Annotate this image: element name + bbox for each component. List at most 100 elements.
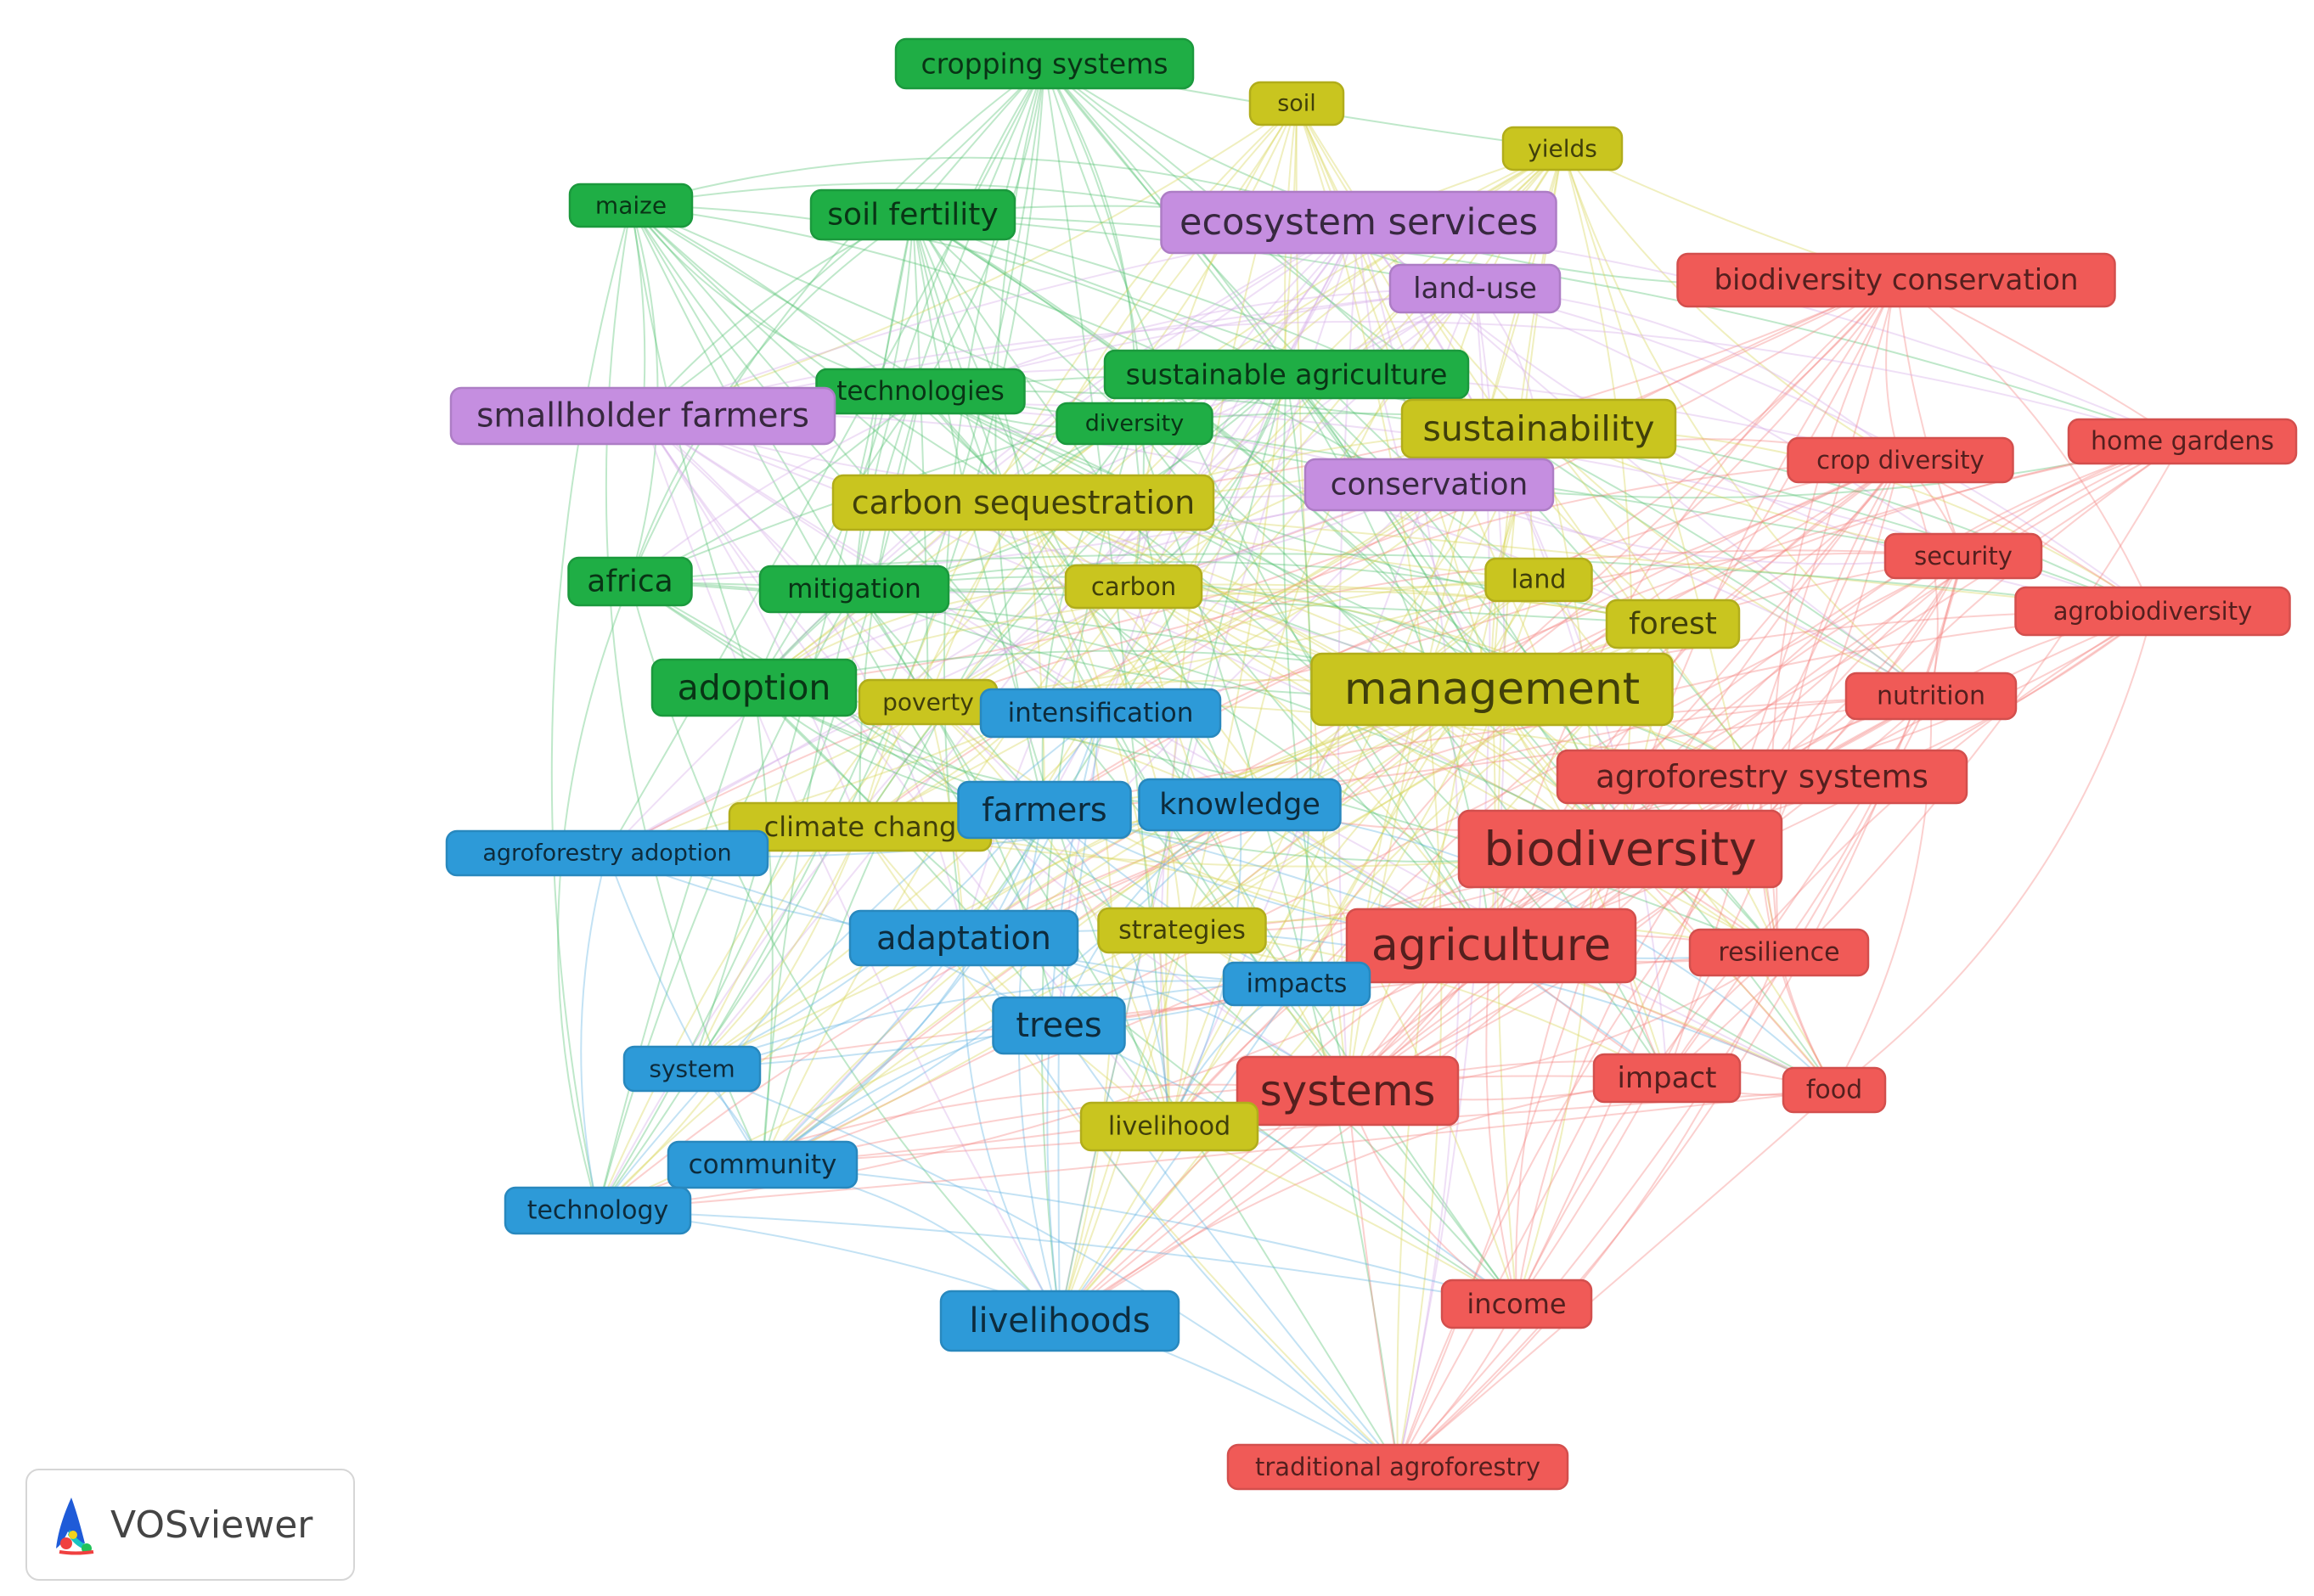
keyword-node[interactable]: sustainability (1400, 398, 1677, 459)
keyword-node-label: agroforestry systems (1596, 759, 1928, 795)
keyword-node[interactable]: traditional agroforestry (1226, 1443, 1569, 1491)
keyword-node-label: trees (1016, 1006, 1101, 1045)
network-link (630, 205, 1170, 1127)
keyword-node[interactable]: adaptation (848, 909, 1079, 967)
keyword-node-box (848, 909, 1079, 967)
keyword-node[interactable]: carbon sequestration (831, 474, 1215, 531)
keyword-node-box (622, 1045, 762, 1093)
keyword-node[interactable]: impact (1592, 1053, 1742, 1104)
keyword-node[interactable]: soil fertility (809, 188, 1016, 241)
keyword-node[interactable]: climate chang (728, 801, 993, 852)
keyword-node[interactable]: intensification (979, 688, 1222, 739)
keyword-node[interactable]: impacts (1222, 961, 1371, 1007)
keyword-node-box (567, 556, 693, 607)
keyword-node[interactable]: livelihoods (939, 1290, 1180, 1352)
keyword-node-label: ecosystem services (1180, 201, 1538, 244)
keyword-node-box (1236, 1055, 1460, 1127)
keyword-node-label: agriculture (1371, 920, 1611, 971)
keyword-node[interactable]: technology (504, 1186, 692, 1235)
network-link (1833, 610, 2154, 1091)
network-link (597, 1089, 1835, 1211)
keyword-node[interactable]: knowledge (1138, 778, 1342, 832)
keyword-node[interactable]: agroforestry systems (1556, 749, 1968, 805)
keyword-node[interactable]: resilience (1688, 928, 1870, 977)
keyword-node[interactable]: agrobiodiversity (2014, 586, 2291, 637)
network-link (629, 214, 914, 582)
keyword-node-label: income (1467, 1288, 1566, 1320)
network-link (963, 374, 1287, 939)
keyword-node-box (831, 474, 1215, 531)
keyword-node[interactable]: community (667, 1140, 859, 1189)
keyword-node[interactable]: forest (1605, 598, 1741, 649)
keyword-node-box (1222, 961, 1371, 1007)
network-link (1168, 688, 1493, 1127)
keyword-node[interactable]: cropping systems (894, 37, 1195, 90)
keyword-node[interactable]: management (1310, 652, 1674, 727)
keyword-node[interactable]: adoption (650, 658, 858, 717)
keyword-node[interactable]: system (622, 1045, 762, 1093)
network-link (1044, 63, 1621, 850)
keyword-node[interactable]: diversity (1056, 402, 1213, 446)
network-link (629, 581, 1183, 931)
keyword-node-box (1501, 126, 1624, 171)
network-link (927, 701, 1170, 1127)
network-link (1059, 945, 1492, 1322)
network-link (630, 205, 1135, 424)
network-link (859, 374, 1287, 828)
keyword-node[interactable]: biodiversity conservation (1676, 252, 2116, 308)
keyword-node[interactable]: agroforestry adoption (445, 829, 769, 877)
keyword-node[interactable]: poverty (858, 678, 999, 726)
keyword-node[interactable]: biodiversity (1457, 809, 1783, 889)
keyword-node-box (1064, 564, 1203, 610)
keyword-node[interactable]: agriculture (1345, 908, 1637, 984)
keyword-node[interactable]: yields (1501, 126, 1624, 171)
network-link (1058, 712, 1101, 1026)
keyword-node[interactable]: technologies (815, 368, 1026, 415)
keyword-node[interactable]: sustainable agriculture (1103, 349, 1470, 400)
network-link (630, 205, 1517, 1305)
keyword-node[interactable]: maize (568, 183, 694, 228)
network-link (1059, 848, 1621, 1322)
network-link (1770, 279, 1897, 953)
network-link (606, 549, 1964, 854)
network-link (691, 1068, 1399, 1468)
keyword-node-box (1688, 928, 1870, 977)
keyword-node[interactable]: smallholder farmers (449, 386, 836, 446)
keyword-node[interactable]: soil (1248, 81, 1345, 126)
keyword-node[interactable]: conservation (1303, 458, 1555, 512)
keyword-node[interactable]: land-use (1388, 263, 1562, 314)
keyword-node[interactable]: mitigation (758, 565, 950, 614)
network-link (597, 687, 755, 1211)
network-link (597, 695, 1932, 1211)
keyword-node[interactable]: home gardens (2067, 418, 2298, 465)
keyword-node-label: livelihoods (969, 1301, 1150, 1340)
keyword-node[interactable]: security (1883, 532, 2043, 580)
keyword-node[interactable]: land (1484, 557, 1593, 603)
keyword-node[interactable]: livelihood (1079, 1101, 1259, 1152)
keyword-node-box (1310, 652, 1674, 727)
keyword-node-label: system (649, 1055, 735, 1083)
keyword-node[interactable]: systems (1236, 1055, 1460, 1127)
keyword-node-box (445, 829, 769, 877)
network-link (642, 415, 1061, 1322)
network-link (912, 214, 1024, 503)
keyword-node[interactable]: strategies (1097, 907, 1267, 954)
network-link (597, 1210, 1517, 1305)
keyword-node-label: food (1806, 1076, 1862, 1105)
network-link (1044, 459, 1901, 811)
network-link (642, 415, 861, 828)
network-link (1041, 423, 1135, 1322)
keyword-node[interactable]: farmers (957, 780, 1132, 840)
keyword-node[interactable]: nutrition (1844, 672, 2018, 721)
keyword-node[interactable]: carbon (1064, 564, 1203, 610)
network-link (1538, 279, 1897, 581)
network-link (642, 415, 1493, 690)
network-link (753, 214, 914, 688)
keyword-node[interactable]: food (1782, 1066, 1887, 1114)
keyword-node[interactable]: ecosystem services (1160, 190, 1557, 255)
keyword-node[interactable]: africa (567, 556, 693, 607)
keyword-node[interactable]: trees (992, 996, 1126, 1055)
keyword-node-label: forest (1629, 607, 1717, 642)
keyword-node[interactable]: income (1440, 1278, 1593, 1329)
keyword-node[interactable]: crop diversity (1787, 436, 2014, 484)
